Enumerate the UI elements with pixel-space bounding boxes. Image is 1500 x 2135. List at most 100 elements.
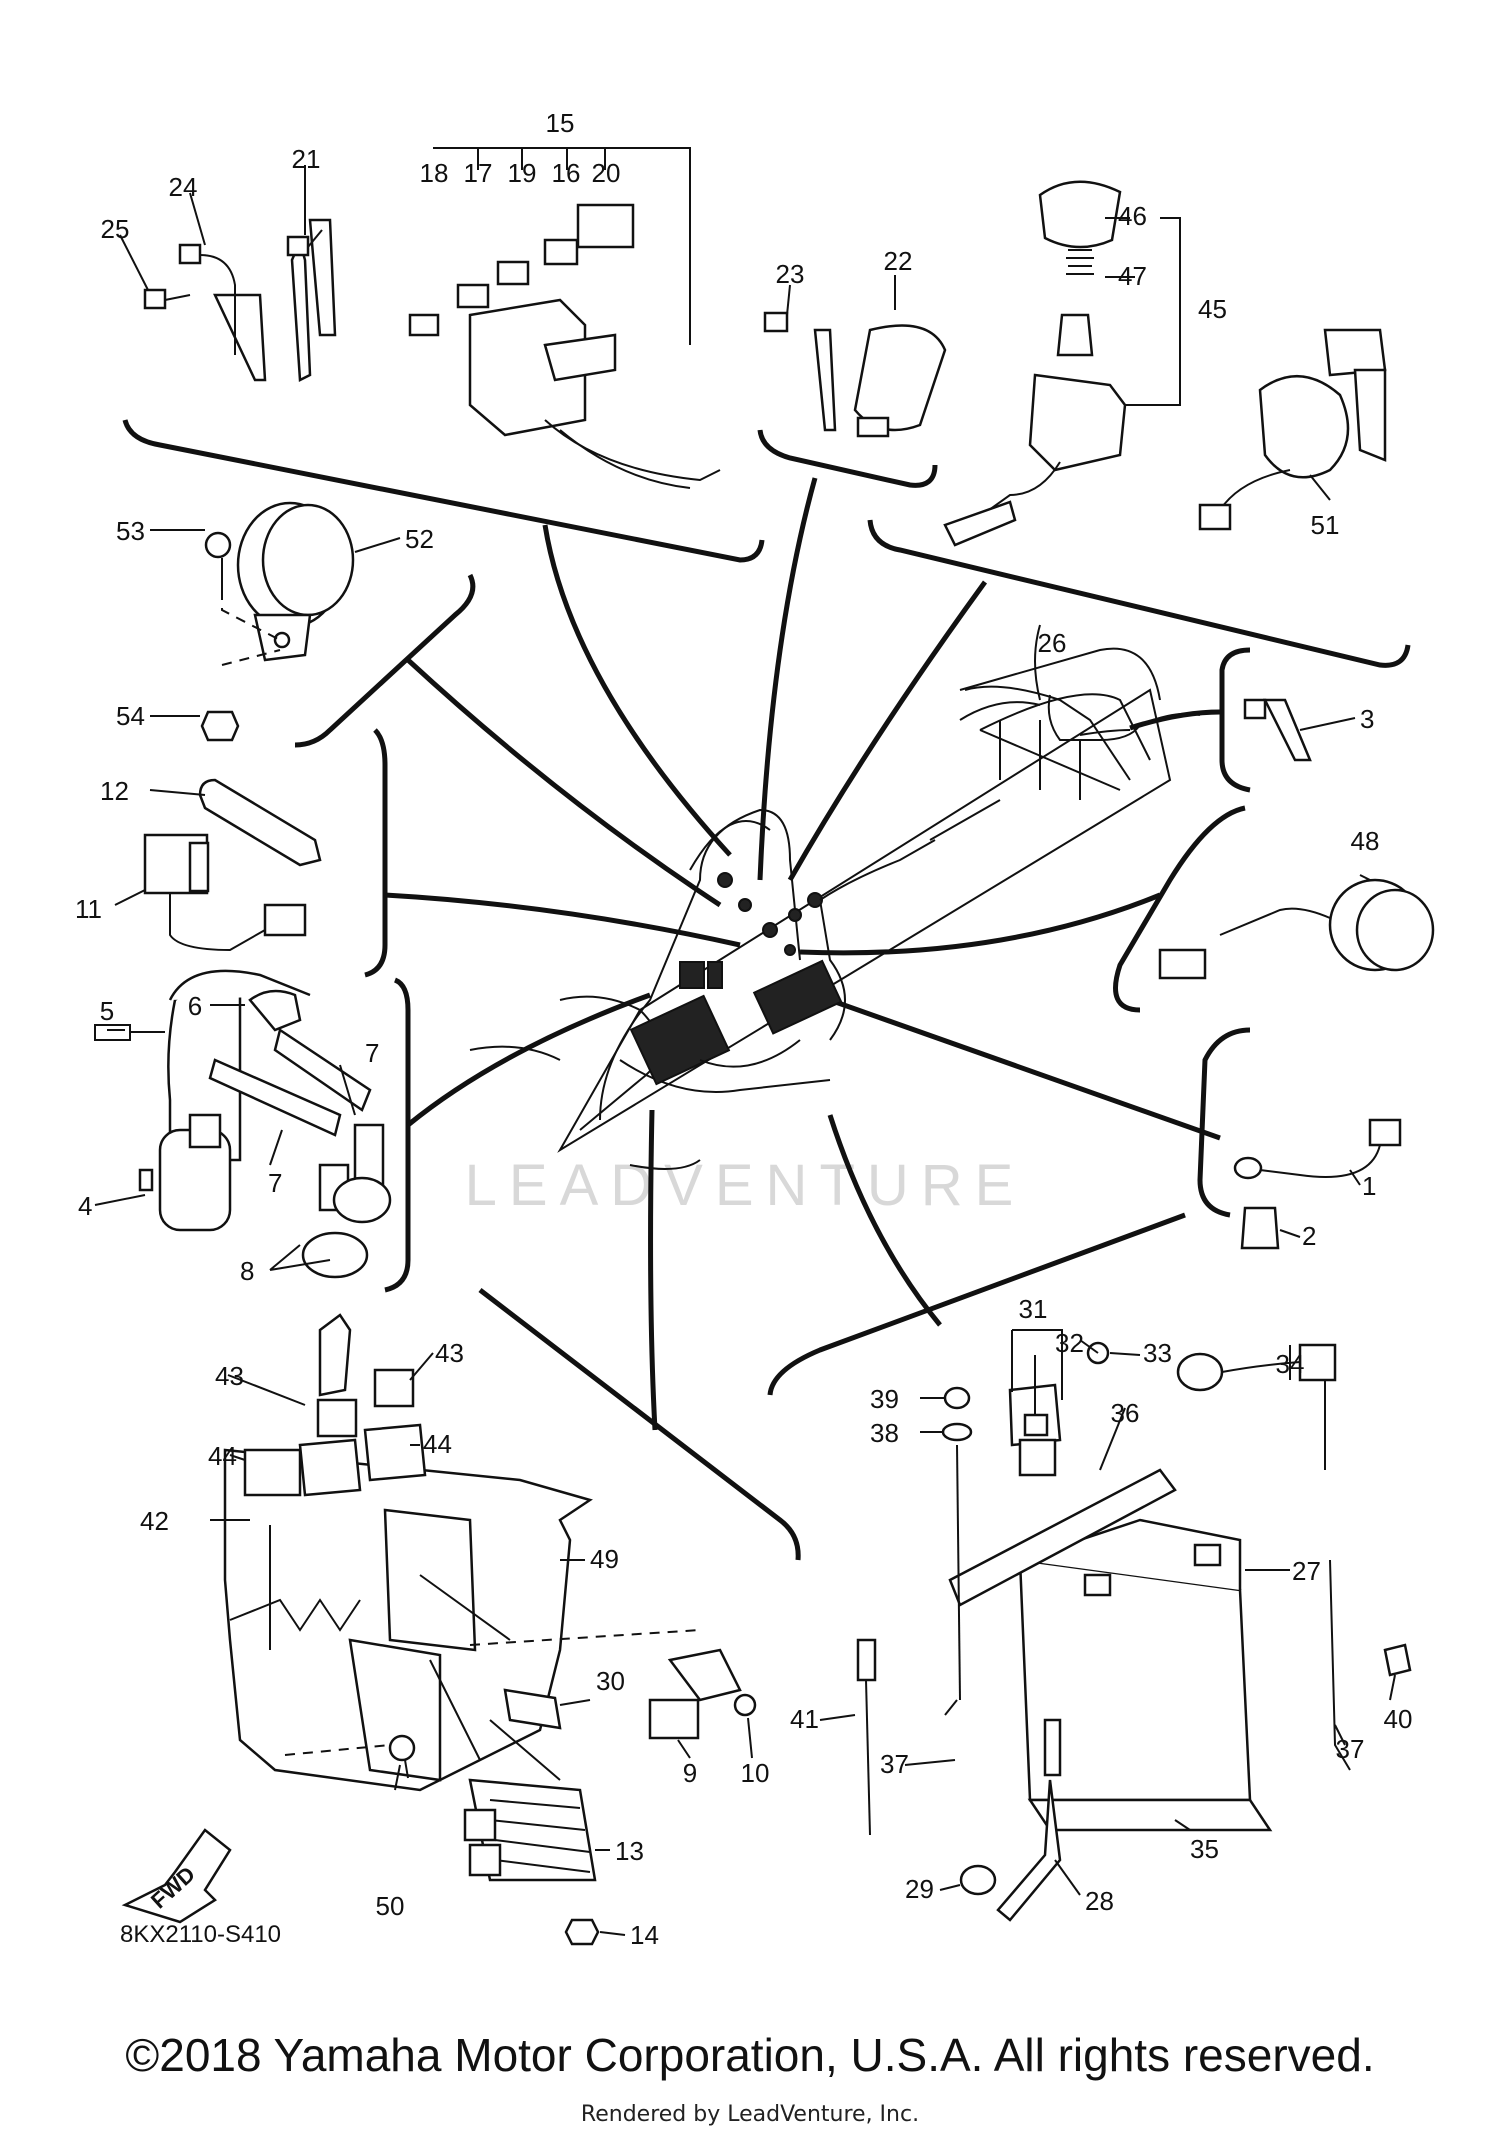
callout-4: 4 (78, 1191, 92, 1221)
cable-tie-41 (856, 1638, 877, 1682)
damper-29 (959, 1864, 997, 1896)
plug-cap-b (353, 1123, 385, 1187)
callout-15: 15 (546, 108, 575, 138)
pointer-arrows (384, 477, 1221, 1431)
callout-26: 26 (1038, 628, 1067, 658)
diagram-code: 8KX2110-S410 (120, 1921, 281, 1948)
horn-connector (1158, 948, 1207, 980)
callout-32: 32 (1055, 1328, 1084, 1358)
relay-bracket-group (143, 778, 322, 952)
ignition-connector (1198, 503, 1232, 531)
connector-1 (1368, 1118, 1402, 1147)
bracket-12 (198, 778, 322, 867)
gauge-group (200, 501, 355, 742)
relay-socket-44b (363, 1423, 427, 1482)
tie-head-24 (178, 243, 202, 265)
fuse-18 (408, 313, 440, 337)
callout-12: 12 (100, 776, 129, 806)
main-switch-group (943, 180, 1181, 547)
callout-30: 30 (596, 1666, 625, 1696)
nut-14 (564, 1918, 600, 1946)
holder-36 (948, 1468, 1177, 1607)
nut-54 (200, 710, 240, 742)
callout-28: 28 (1085, 1886, 1114, 1916)
ignition-cylinder (1258, 375, 1350, 479)
callout-48: 48 (1351, 826, 1380, 856)
callout-47: 47 (1118, 261, 1147, 291)
cable-tie-24 (290, 248, 312, 382)
fuse-19 (496, 260, 530, 286)
sensor-lead-group (1233, 698, 1402, 1250)
callout-19: 19 (508, 158, 537, 188)
battery-lead-34 (1176, 1352, 1224, 1392)
callout-21: 21 (292, 144, 321, 174)
callout-27: 27 (1292, 1556, 1321, 1586)
callout-7a: 7 (365, 1038, 379, 1068)
relay-socket-44a (298, 1438, 362, 1497)
connector-11 (263, 903, 307, 937)
fuse-box-group (143, 147, 721, 489)
callout-38: 38 (870, 1418, 899, 1448)
tie-head-21 (286, 235, 310, 257)
tie-head-25 (143, 288, 167, 310)
ring-terminal (1233, 1156, 1263, 1180)
callout-10: 10 (741, 1758, 770, 1788)
callout-42: 42 (140, 1506, 169, 1536)
callout-14: 14 (630, 1920, 659, 1950)
fwd-arrow: FWD (121, 1828, 232, 1924)
callout-29: 29 (905, 1874, 934, 1904)
callout-50: 50 (376, 1891, 405, 1921)
switch-2 (1240, 1206, 1280, 1250)
group-brackets (122, 419, 1411, 1561)
flasher-relay (853, 324, 947, 432)
callout-6: 6 (188, 991, 202, 1021)
cable-tie-23 (813, 328, 837, 432)
fuse-17 (456, 283, 490, 309)
electrical-box-group (223, 1313, 757, 1946)
watermark: LEADVENTURE (465, 1153, 1026, 1218)
callout-8: 8 (240, 1256, 254, 1286)
callout-11: 11 (75, 894, 102, 924)
nut-39 (943, 1386, 971, 1410)
callout-35: 35 (1190, 1834, 1219, 1864)
callout-33: 33 (1143, 1338, 1172, 1368)
callout-5: 5 (100, 996, 114, 1026)
callout-9: 9 (683, 1758, 697, 1788)
callout-39: 39 (870, 1384, 899, 1414)
callout-17: 17 (464, 158, 493, 188)
callout-13: 13 (615, 1836, 644, 1866)
leader-lines (94, 165, 1396, 1936)
callout-3: 3 (1360, 704, 1374, 734)
callout-54: 54 (116, 701, 145, 731)
plug-lead-a (208, 1058, 342, 1137)
callout-20: 20 (592, 158, 621, 188)
callout-2: 2 (1302, 1221, 1316, 1251)
flasher-group (763, 311, 947, 438)
callout-24: 24 (169, 172, 198, 202)
washer-38 (941, 1422, 973, 1442)
ignition-switch-group (1198, 328, 1387, 531)
clamp-6 (248, 989, 302, 1032)
cable-tie-21 (308, 218, 337, 337)
callout-16: 16 (552, 158, 581, 188)
callout-52: 52 (405, 524, 434, 554)
clip-40 (1383, 1643, 1412, 1677)
callout-45: 45 (1198, 294, 1227, 324)
callout-49: 49 (590, 1544, 619, 1574)
callout-18: 18 (420, 158, 449, 188)
breather-tube-28 (1043, 1718, 1062, 1777)
relay-43a (316, 1398, 358, 1438)
callout-41: 41 (790, 1704, 819, 1734)
knob-cap (1038, 180, 1122, 249)
callout-25: 25 (101, 214, 130, 244)
callout-40: 40 (1384, 1704, 1413, 1734)
copyright-notice: ©2018 Yamaha Motor Corporation, U.S.A. A… (125, 2029, 1375, 2081)
bolt-53 (204, 531, 232, 559)
snowmobile-outline (469, 647, 1172, 1170)
relay-43b (373, 1368, 415, 1408)
callout-31: 31 (1019, 1294, 1048, 1324)
callout-37a: 37 (880, 1749, 909, 1779)
cable-tie-3 (1262, 698, 1312, 762)
main-switch (1028, 373, 1127, 472)
